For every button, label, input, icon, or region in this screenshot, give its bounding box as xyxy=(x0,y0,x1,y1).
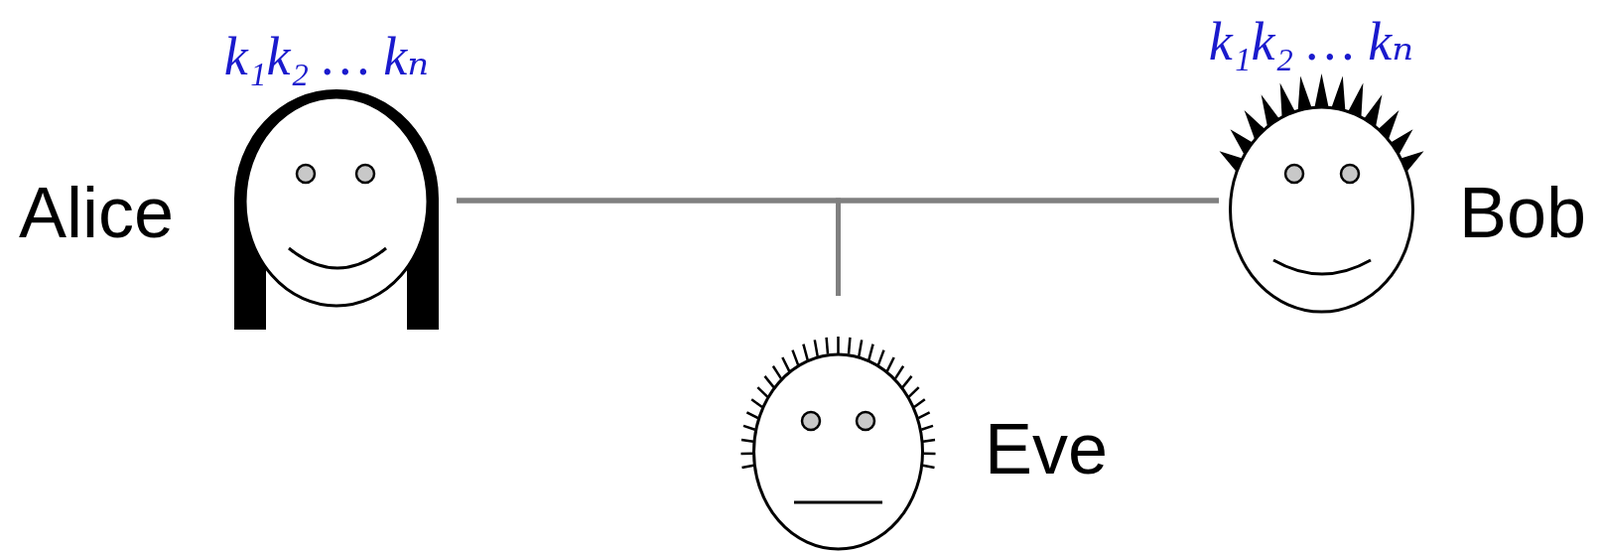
channel-line xyxy=(838,200,1220,296)
key-bits: k₁k₂ … kₙ xyxy=(1208,14,1414,69)
person-node: Bobk₁k₂ … kₙ xyxy=(1218,73,1424,312)
person-name: Alice xyxy=(18,176,174,249)
person-name: Bob xyxy=(1459,176,1587,249)
person-node: Alicek₁k₂ … kₙ xyxy=(234,89,439,330)
key-bits: k₁k₂ … kₙ xyxy=(224,29,429,84)
person-node: Eve xyxy=(737,328,939,549)
bob-face xyxy=(1218,73,1424,312)
channel-line xyxy=(456,200,839,296)
person-name: Eve xyxy=(984,412,1108,485)
alice-face xyxy=(234,89,439,330)
eve-face xyxy=(737,328,939,549)
